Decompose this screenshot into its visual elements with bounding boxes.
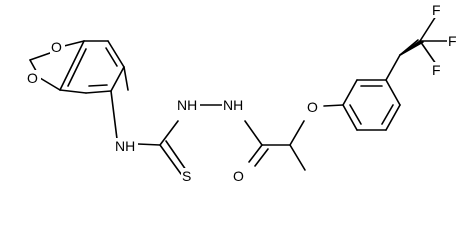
- atom-labels: O O NH NH NH S O O F F F: [26, 2, 459, 184]
- bond-c7a-c3a: [59, 40, 85, 91]
- atom-f-top: F: [432, 2, 441, 18]
- bond-c6-c7: [85, 90, 112, 94]
- bond-o2-c7a: [39, 77, 61, 91]
- bond-c7-c7a: [59, 89, 87, 94]
- atom-o-ether: O: [307, 99, 318, 115]
- bond-c-s-2: [165, 140, 187, 171]
- bond-ar-6: [342, 104, 358, 131]
- bond-c5-nh: [123, 66, 129, 91]
- bond-ar-c: [399, 40, 421, 56]
- bond-nh-cs: [137, 143, 161, 146]
- bond-ar-cf3: [385, 54, 401, 81]
- bond-cs-nh1: [159, 120, 179, 146]
- bond-ar-d2: [381, 104, 394, 125]
- bond-o1-c3a: [63, 40, 85, 47]
- bond-ar-1: [342, 79, 358, 106]
- bond-double-c4-c5: [105, 47, 118, 67]
- atom-nh-hydrazide-2: NH: [223, 97, 243, 113]
- bond-ar-d3: [349, 104, 362, 125]
- bond-c-s: [159, 144, 182, 175]
- bond-co-2: [254, 148, 269, 167]
- bond-o-aryl: [323, 104, 344, 107]
- atom-nh-aryl: NH: [115, 138, 135, 154]
- bond-aryl-nh: [110, 90, 118, 140]
- structure-diagram: O O NH NH NH S O O F F F: [26, 2, 459, 184]
- bond-ch-o: [289, 120, 305, 146]
- bond-c-f-top: [419, 15, 437, 42]
- atom-o-dioxole-bottom: O: [27, 70, 38, 86]
- atom-nh-hydrazide-1: NH: [177, 97, 197, 113]
- bond-ar-4: [385, 104, 401, 131]
- bond-ch-me: [289, 144, 306, 171]
- atom-o-carbonyl: O: [233, 168, 244, 184]
- bonds: [29, 39, 424, 175]
- bond-o1-ch2: [29, 52, 51, 61]
- bond-c4-c5: [107, 40, 125, 68]
- atom-f-bottom: F: [432, 62, 441, 78]
- bond-co: [248, 144, 263, 163]
- bond-double-c6-c7: [88, 84, 108, 87]
- bond-c-f-bottom: [419, 40, 437, 65]
- bond-nh2-co: [244, 120, 263, 146]
- bond-double-c7a-c3a: [67, 48, 87, 87]
- atom-f-right: F: [448, 33, 457, 49]
- cf3-bonds: [399, 15, 449, 65]
- bond-ar-3: [385, 79, 401, 106]
- atom-o-dioxole-top: O: [51, 39, 62, 55]
- atom-s-thione: S: [182, 168, 191, 184]
- bond-c5-c6: [110, 66, 125, 92]
